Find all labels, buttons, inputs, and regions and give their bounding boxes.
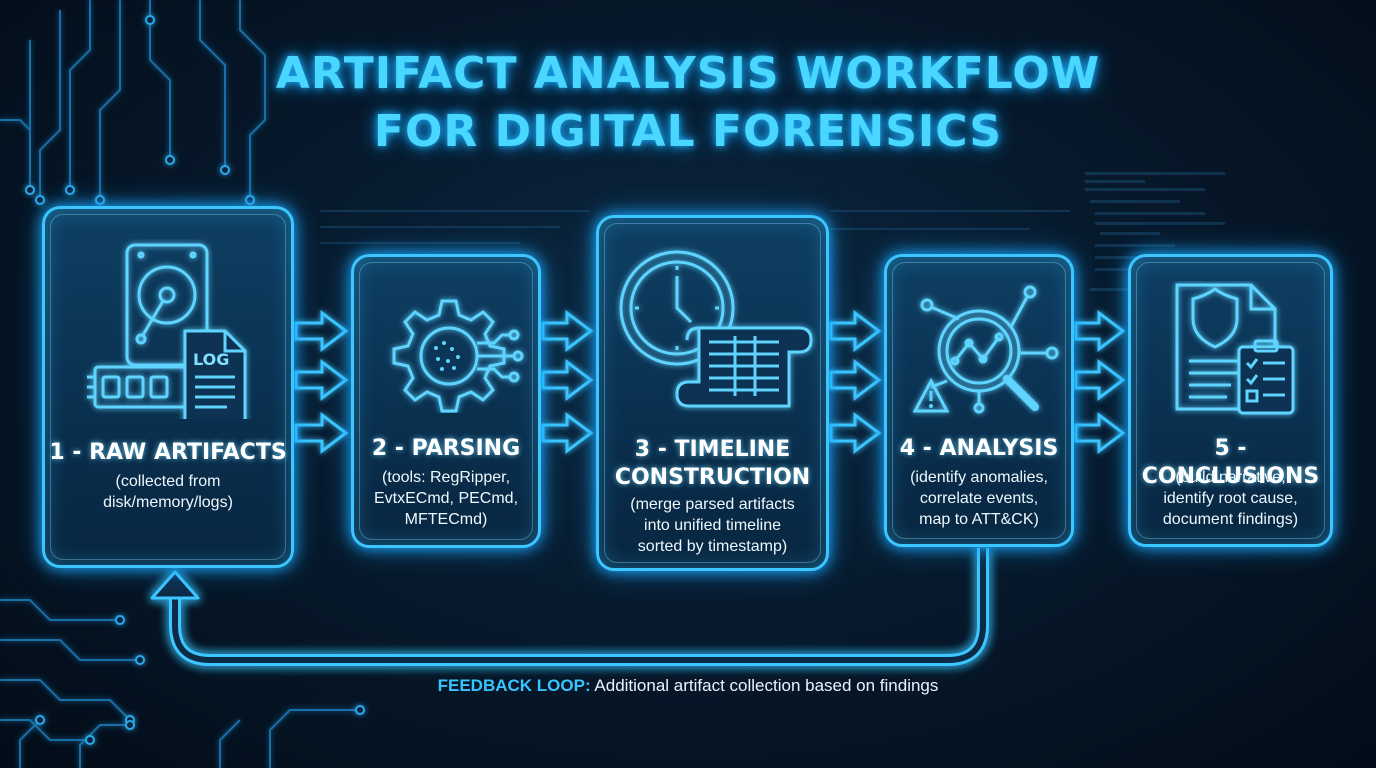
arrow-3-4-mid (829, 359, 882, 401)
arrow-4-5-mid (1074, 359, 1126, 401)
step-2-title: 2 - PARSING (371, 436, 521, 461)
feedback-loop-text: Additional artifact collection based on … (590, 676, 939, 695)
arrow-4-5-bot (1074, 412, 1126, 454)
step-3-title-line-1: 3 - TIMELINE (634, 437, 791, 462)
step-3-desc-line-1: (merge parsed artifacts (630, 496, 795, 513)
step-4-desc-line-3: map to ATT&CK) (919, 511, 1039, 528)
page-title-line-2: FOR DIGITAL FORENSICS (373, 106, 1003, 157)
arrow-3-4-bot (829, 412, 882, 454)
step-5-title: 5 - CONCLUSIONS (1141, 436, 1320, 489)
step-5-desc-line-2: identify root cause, (1163, 490, 1298, 507)
feedback-loop-label: FEEDBACK LOOP: (437, 676, 591, 695)
page-title-line-1: ARTIFACT ANALYSIS WORKFLOW (275, 48, 1101, 99)
shield-document-checklist-icon (1175, 283, 1295, 415)
arrow-2-3-mid (541, 359, 594, 401)
step-1-title: 1 - RAW ARTIFACTS (49, 440, 287, 465)
step-3-title-line-2: CONSTRUCTION (614, 465, 811, 490)
step-card-raw-artifacts: LOG 1 - RAW ARTIFACTS (collected from di… (42, 206, 294, 568)
step-5-desc-line-3: document findings) (1162, 511, 1299, 528)
step-1-desc-line-1: (collected from (115, 473, 221, 490)
feedback-loop-arrow (150, 548, 989, 666)
magnifier-graph-warning-icon (912, 285, 1059, 414)
arrow-1-2-top (294, 310, 349, 352)
step-card-analysis: 4 - ANALYSIS (identify anomalies, correl… (884, 254, 1074, 547)
gear-circuit-icon (392, 299, 524, 413)
faint-code-lines (320, 172, 1225, 291)
log-file-label: LOG (193, 350, 229, 369)
arrow-2-3-bot (541, 412, 594, 454)
step-3-title: 3 - TIMELINE CONSTRUCTION (599, 436, 826, 492)
step-3-desc-line-3: sorted by timestamp) (637, 538, 788, 555)
step-2-desc-line-2: EvtxECmd, PECmd, (373, 490, 519, 507)
step-4-desc-line-1: (identify anomalies, (910, 469, 1048, 486)
step-3-desc-line-2: into unified timeline (644, 517, 781, 534)
step-card-timeline: 3 - TIMELINE CONSTRUCTION (merge parsed … (596, 215, 829, 571)
hard-drive-log-memory-icon: LOG (87, 243, 247, 419)
step-4-title: 4 - ANALYSIS (899, 436, 1059, 461)
step-card-parsing: 2 - PARSING (tools: RegRipper, EvtxECmd,… (351, 254, 541, 548)
step-5-desc-line-1: (build narrative, (1175, 469, 1286, 486)
step-2-desc-line-3: MFTECmd) (404, 511, 488, 528)
arrow-1-2-mid (294, 359, 349, 401)
feedback-loop-caption: FEEDBACK LOOP: Additional artifact colle… (0, 676, 1376, 696)
step-2-desc-line-1: (tools: RegRipper, (381, 469, 511, 486)
step-card-conclusions: 5 - CONCLUSIONS (build narrative, identi… (1128, 254, 1333, 547)
circuit-nodes-left (25, 15, 365, 745)
arrow-4-5-top (1074, 310, 1126, 352)
arrow-1-2-bot (294, 412, 349, 454)
clock-scroll-icon (619, 250, 813, 408)
flow-arrows (294, 310, 1126, 454)
arrow-2-3-top (541, 310, 594, 352)
step-4-desc-line-2: correlate events, (919, 490, 1039, 507)
arrow-3-4-top (829, 310, 882, 352)
step-1-desc-line-2: disk/memory/logs) (103, 494, 233, 511)
